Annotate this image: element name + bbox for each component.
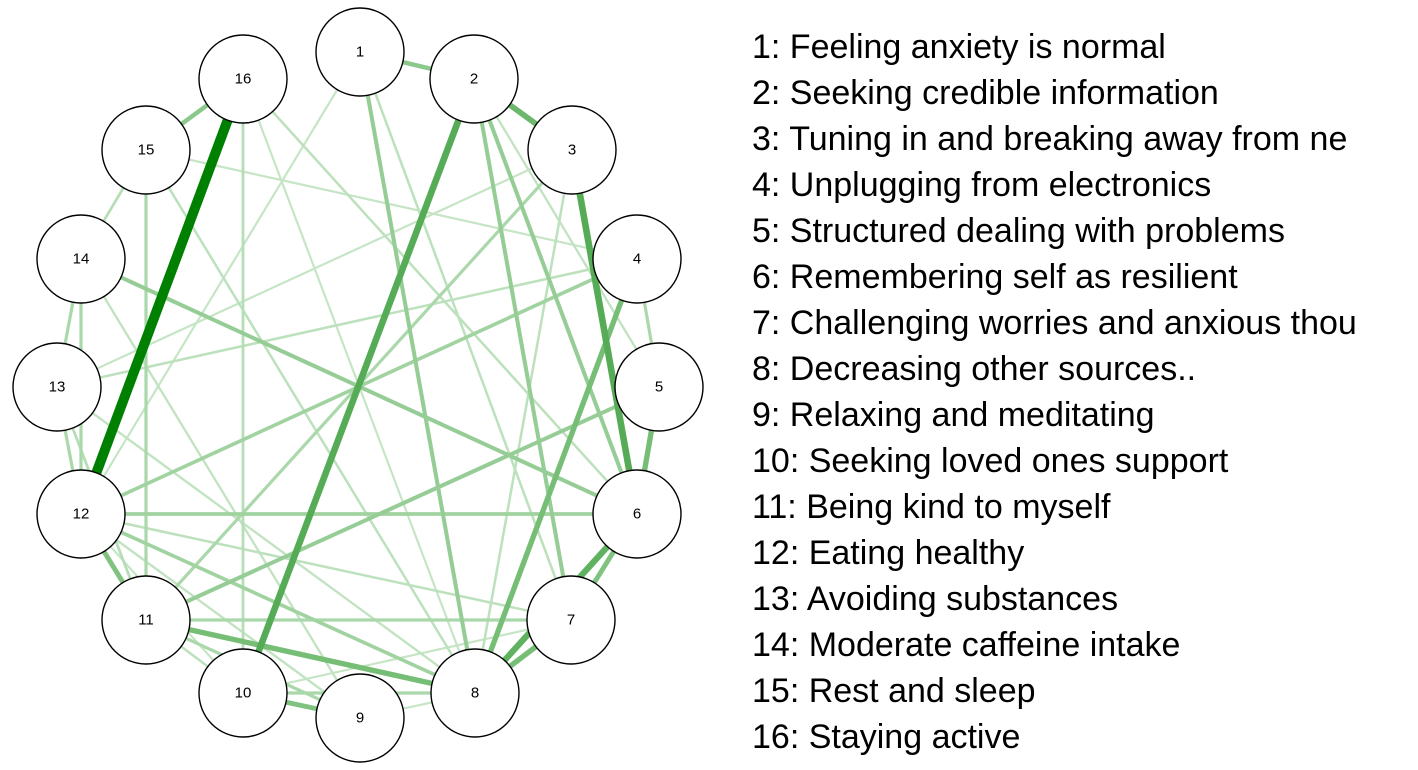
edge-11-8: [145, 617, 476, 696]
edge-1-12: [80, 51, 361, 515]
node-14: 14: [36, 214, 126, 304]
node-11: 11: [101, 575, 191, 665]
legend-item-16: 16: Staying active: [752, 718, 1021, 756]
node-circle-11: [101, 575, 191, 665]
edge-13-4: [56, 257, 638, 389]
legend-item-14: 14: Moderate caffeine intake: [752, 626, 1181, 664]
node-circle-9: [315, 673, 405, 763]
edge-14-9: [79, 258, 362, 719]
node-7: 7: [526, 575, 616, 665]
node-label-3: 3: [568, 142, 576, 159]
node-15: 15: [101, 105, 191, 195]
node-8: 8: [430, 648, 520, 738]
node-9: 9: [315, 673, 405, 763]
node-circle-2: [429, 34, 519, 124]
node-label-15: 15: [138, 142, 155, 159]
legend: 1: Feeling anxiety is normal 2: Seeking …: [752, 24, 1418, 764]
edge-2-10: [239, 77, 478, 695]
legend-item-3: 3: Tuning in and breaking away from ne: [752, 120, 1348, 158]
node-circle-10: [198, 648, 288, 738]
node-circle-5: [614, 342, 704, 432]
edge-3-8: [473, 149, 574, 694]
node-label-12: 12: [73, 506, 90, 523]
node-circle-14: [36, 214, 126, 304]
node-circle-6: [592, 469, 682, 559]
node-13: 13: [12, 342, 102, 432]
node-label-5: 5: [655, 379, 663, 396]
edge-15-8: [144, 149, 477, 694]
legend-item-13: 13: Avoiding substances: [752, 580, 1119, 618]
node-label-10: 10: [235, 685, 252, 702]
legend-item-9: 9: Relaxing and meditating: [752, 396, 1155, 434]
node-label-11: 11: [138, 612, 154, 629]
node-circle-12: [36, 469, 126, 559]
legend-item-15: 15: Rest and sleep: [752, 672, 1036, 710]
node-label-1: 1: [356, 44, 364, 61]
edge-2-6: [472, 78, 639, 515]
edge-13-8: [56, 386, 476, 694]
legend-item-1: 1: Feeling anxiety is normal: [752, 28, 1166, 66]
node-6: 6: [592, 469, 682, 559]
edge-2-5: [472, 78, 661, 388]
node-label-9: 9: [356, 710, 364, 727]
node-circle-8: [430, 648, 520, 738]
node-label-2: 2: [470, 71, 478, 88]
node-1: 1: [315, 7, 405, 97]
node-2: 2: [429, 34, 519, 124]
legend-item-12: 12: Eating healthy: [752, 534, 1025, 572]
legend-item-8: 8: Decreasing other sources..: [752, 350, 1197, 388]
node-circle-4: [592, 214, 682, 304]
node-4: 4: [592, 214, 682, 304]
legend-item-2: 2: Seeking credible information: [752, 74, 1219, 112]
node-circle-3: [527, 105, 617, 195]
node-label-4: 4: [633, 251, 641, 268]
node-label-16: 16: [235, 71, 252, 88]
node-circle-13: [12, 342, 102, 432]
legend-item-7: 7: Challenging worries and anxious thou: [752, 304, 1357, 342]
edge-2-7: [472, 78, 573, 621]
edge-4-8: [472, 258, 640, 694]
legend-item-4: 4: Unplugging from electronics: [752, 166, 1212, 204]
legend-item-10: 10: Seeking loved ones support: [752, 442, 1229, 480]
node-label-7: 7: [567, 612, 575, 629]
node-label-13: 13: [49, 379, 66, 396]
node-circle-1: [315, 7, 405, 97]
node-label-14: 14: [73, 251, 90, 268]
node-10: 10: [198, 648, 288, 738]
edge-1-8: [358, 51, 477, 694]
legend-item-5: 5: Structured dealing with problems: [752, 212, 1285, 250]
edge-10-7: [242, 618, 572, 695]
edge-12-7: [80, 512, 572, 622]
node-3: 3: [527, 105, 617, 195]
node-circle-7: [526, 575, 616, 665]
legend-item-11: 11: Being kind to myself: [752, 488, 1111, 526]
edge-12-16: [76, 77, 248, 516]
node-circle-15: [101, 105, 191, 195]
edge-12-9: [80, 513, 361, 719]
node-12: 12: [36, 469, 126, 559]
node-circle-16: [198, 34, 288, 124]
edge-3-6: [568, 149, 641, 515]
node-5: 5: [614, 342, 704, 432]
legend-item-6: 6: Remembering self as resilient: [752, 258, 1238, 296]
node-label-8: 8: [471, 685, 479, 702]
node-label-6: 6: [633, 506, 641, 523]
node-16: 16: [198, 34, 288, 124]
